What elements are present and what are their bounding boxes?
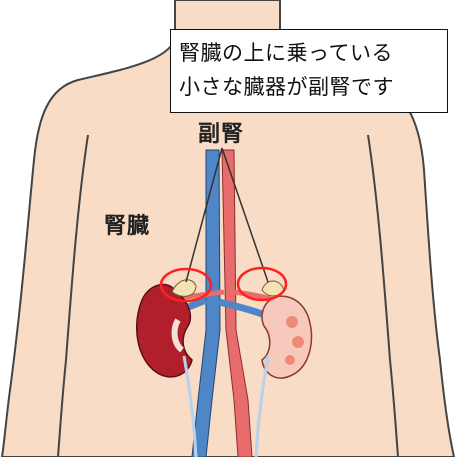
adrenal-label: 副腎 [198, 116, 244, 148]
callout-line-1: 腎臓の上に乗っている [179, 36, 439, 70]
callout-line-2: 小さな臓器が副腎です [179, 70, 439, 104]
right-kidney-pyramid-1 [286, 316, 298, 328]
right-kidney-pyramid-3 [285, 355, 295, 365]
right-kidney [262, 296, 311, 378]
kidney-label: 腎臓 [104, 208, 150, 240]
right-kidney-pyramid-2 [292, 336, 304, 348]
callout-box: 腎臓の上に乗っている 小さな臓器が副腎です [170, 29, 448, 113]
